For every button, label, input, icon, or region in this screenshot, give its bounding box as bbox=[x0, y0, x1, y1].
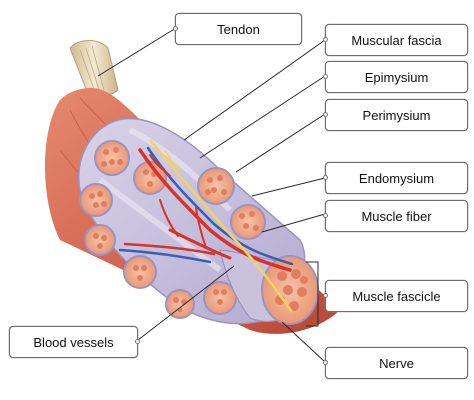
fascicle bbox=[197, 167, 235, 205]
fascicle-bracket bbox=[306, 261, 319, 327]
leader-nerve bbox=[281, 321, 326, 363]
epimysium-label-dot bbox=[323, 74, 328, 79]
fascicle-cluster bbox=[79, 140, 266, 319]
endomysium-label-text: Endomysium bbox=[358, 170, 435, 186]
nerve-label: Nerve bbox=[325, 347, 468, 379]
leader-endomysium bbox=[251, 177, 326, 197]
muscle-fascicle-label-dot bbox=[323, 293, 328, 298]
nerve-label-dot bbox=[323, 360, 328, 365]
fascicle bbox=[84, 224, 116, 256]
endomysium-label: Endomysium bbox=[325, 162, 468, 194]
blood-vessels-label-text: Blood vessels bbox=[33, 334, 114, 350]
muscle-fiber-label: Muscle fiber bbox=[325, 200, 468, 232]
leader-tendon bbox=[97, 27, 177, 77]
blood-vessels-graphic bbox=[118, 146, 294, 272]
perimysium-label: Perimysium bbox=[325, 99, 468, 131]
muscular-fascia-label-dot bbox=[323, 37, 328, 42]
perimysium-label-text: Perimysium bbox=[362, 107, 431, 123]
blood-vessels-label: Blood vessels bbox=[9, 326, 138, 358]
muscle-fascicle-label: Muscle fascicle bbox=[325, 280, 468, 312]
leader-muscular-fascia bbox=[183, 39, 326, 141]
tendon-label-dot bbox=[173, 26, 178, 31]
fascicle bbox=[230, 204, 266, 240]
leader-perimysium bbox=[235, 113, 326, 173]
tendon-label: Tendon bbox=[175, 13, 302, 45]
epimysium-label: Epimysium bbox=[325, 61, 468, 93]
fascicle bbox=[79, 183, 113, 217]
nerve-label-text: Nerve bbox=[379, 355, 414, 371]
muscular-fascia-label: Muscular fascia bbox=[325, 24, 468, 56]
fascicle bbox=[94, 140, 130, 176]
tendon-label-text: Tendon bbox=[217, 21, 260, 37]
leader-epimysium bbox=[199, 75, 326, 159]
leader-blood-vessels bbox=[137, 265, 235, 341]
fascicle bbox=[123, 255, 157, 289]
fiber-spots bbox=[89, 147, 259, 313]
fascicle bbox=[203, 281, 237, 315]
perimysium-label-dot bbox=[323, 112, 328, 117]
blood-vessels-label-dot bbox=[135, 339, 140, 344]
muscular-fascia-label-text: Muscular fascia bbox=[351, 32, 442, 48]
muscle-fiber-label-text: Muscle fiber bbox=[361, 208, 432, 224]
muscle-fiber-label-dot bbox=[323, 213, 328, 218]
muscle-fascicle-label-text: Muscle fascicle bbox=[352, 288, 441, 304]
nerve-graphic bbox=[149, 139, 294, 313]
leader-lines bbox=[97, 27, 326, 363]
endomysium-label-dot bbox=[323, 175, 328, 180]
epimysium-label-text: Epimysium bbox=[364, 69, 429, 85]
fascicle bbox=[165, 289, 195, 319]
leader-muscle-fiber bbox=[261, 213, 326, 233]
